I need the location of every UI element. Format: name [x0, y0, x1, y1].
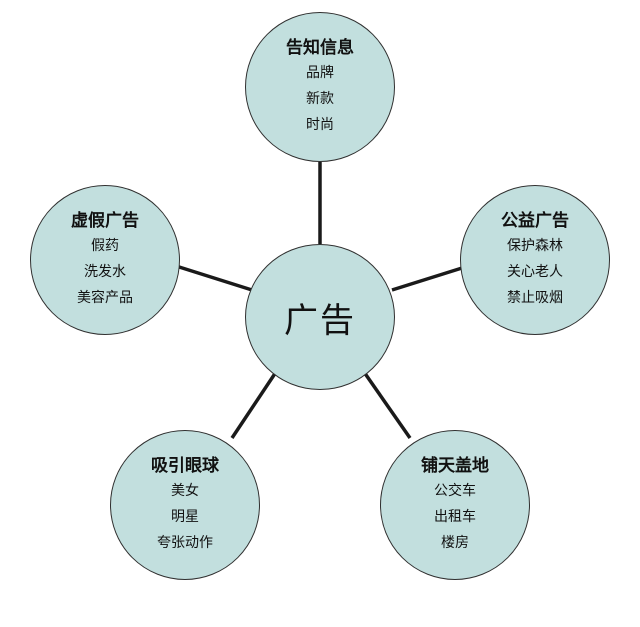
node-left-item: 假药 — [91, 238, 119, 254]
node-left-title: 虚假广告 — [71, 211, 139, 231]
node-bottom-right-item: 楼房 — [441, 535, 469, 551]
node-top-item: 品牌 — [306, 65, 334, 81]
node-left: 虚假广告 假药 洗发水 美容产品 — [30, 185, 180, 335]
node-bottom-right-item: 出租车 — [434, 509, 476, 525]
node-bottom-right-title: 铺天盖地 — [421, 456, 489, 476]
connector-right — [391, 266, 463, 292]
node-left-item: 洗发水 — [84, 264, 126, 280]
node-top: 告知信息 品牌 新款 时尚 — [245, 12, 395, 162]
node-top-title: 告知信息 — [286, 38, 354, 58]
node-top-item: 时尚 — [306, 117, 334, 133]
connector-bottom-right — [362, 370, 412, 440]
node-right-item: 禁止吸烟 — [507, 290, 563, 306]
center-node: 广告 — [245, 244, 395, 390]
node-right-item: 关心老人 — [507, 264, 563, 280]
center-label: 广告 — [284, 300, 356, 341]
node-top-item: 新款 — [306, 91, 334, 107]
node-bottom-left: 吸引眼球 美女 明星 夸张动作 — [110, 430, 260, 580]
node-bottom-left-item: 美女 — [171, 483, 199, 499]
node-bottom-left-title: 吸引眼球 — [151, 456, 219, 476]
node-bottom-right: 铺天盖地 公交车 出租车 楼房 — [380, 430, 530, 580]
node-right-item: 保护森林 — [507, 238, 563, 254]
node-left-item: 美容产品 — [77, 290, 133, 306]
node-bottom-right-item: 公交车 — [434, 483, 476, 499]
connector-bottom-left — [230, 371, 278, 439]
node-right-title: 公益广告 — [501, 211, 569, 231]
node-bottom-left-item: 明星 — [171, 509, 199, 525]
node-bottom-left-item: 夸张动作 — [157, 535, 213, 551]
connector-left — [175, 264, 253, 292]
node-right: 公益广告 保护森林 关心老人 禁止吸烟 — [460, 185, 610, 335]
